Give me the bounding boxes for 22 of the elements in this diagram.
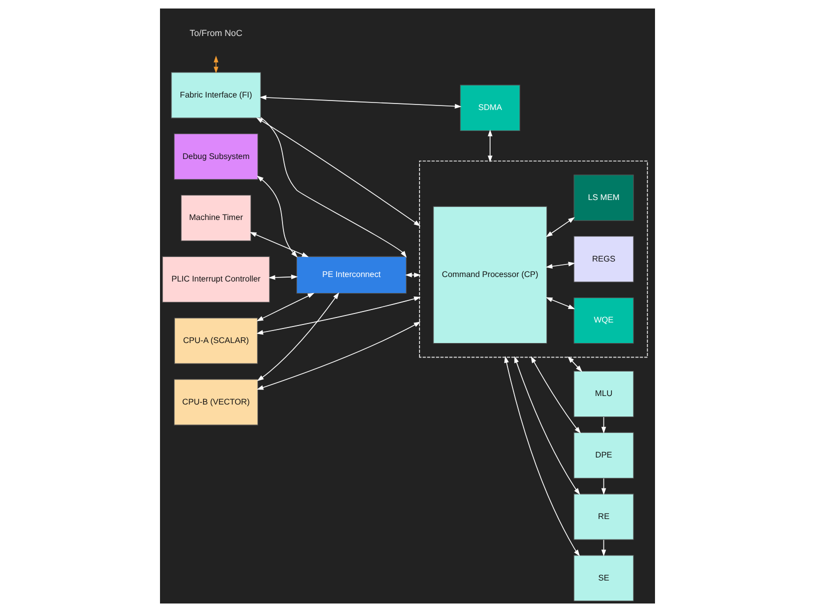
node-text: To/From NoC: [190, 28, 242, 38]
arrow: [568, 356, 582, 372]
arrow: [488, 130, 492, 162]
arrow: [256, 117, 421, 226]
arrow: [601, 478, 606, 495]
arrow: [250, 232, 309, 258]
arrow: [260, 117, 407, 258]
arrow: [256, 176, 298, 258]
arrow: [256, 322, 421, 390]
arrow: [530, 356, 581, 434]
arrow: [601, 416, 606, 434]
arrow: [268, 274, 298, 280]
arrow: [260, 95, 462, 109]
arrow: [256, 292, 340, 382]
cluster: [419, 160, 648, 358]
arrow: [256, 296, 421, 335]
arrow: [601, 539, 606, 556]
arrow: [546, 262, 576, 269]
arrow: [546, 297, 576, 310]
arrow: [256, 292, 314, 322]
arrow: [546, 217, 575, 238]
arrow: [214, 56, 218, 74]
